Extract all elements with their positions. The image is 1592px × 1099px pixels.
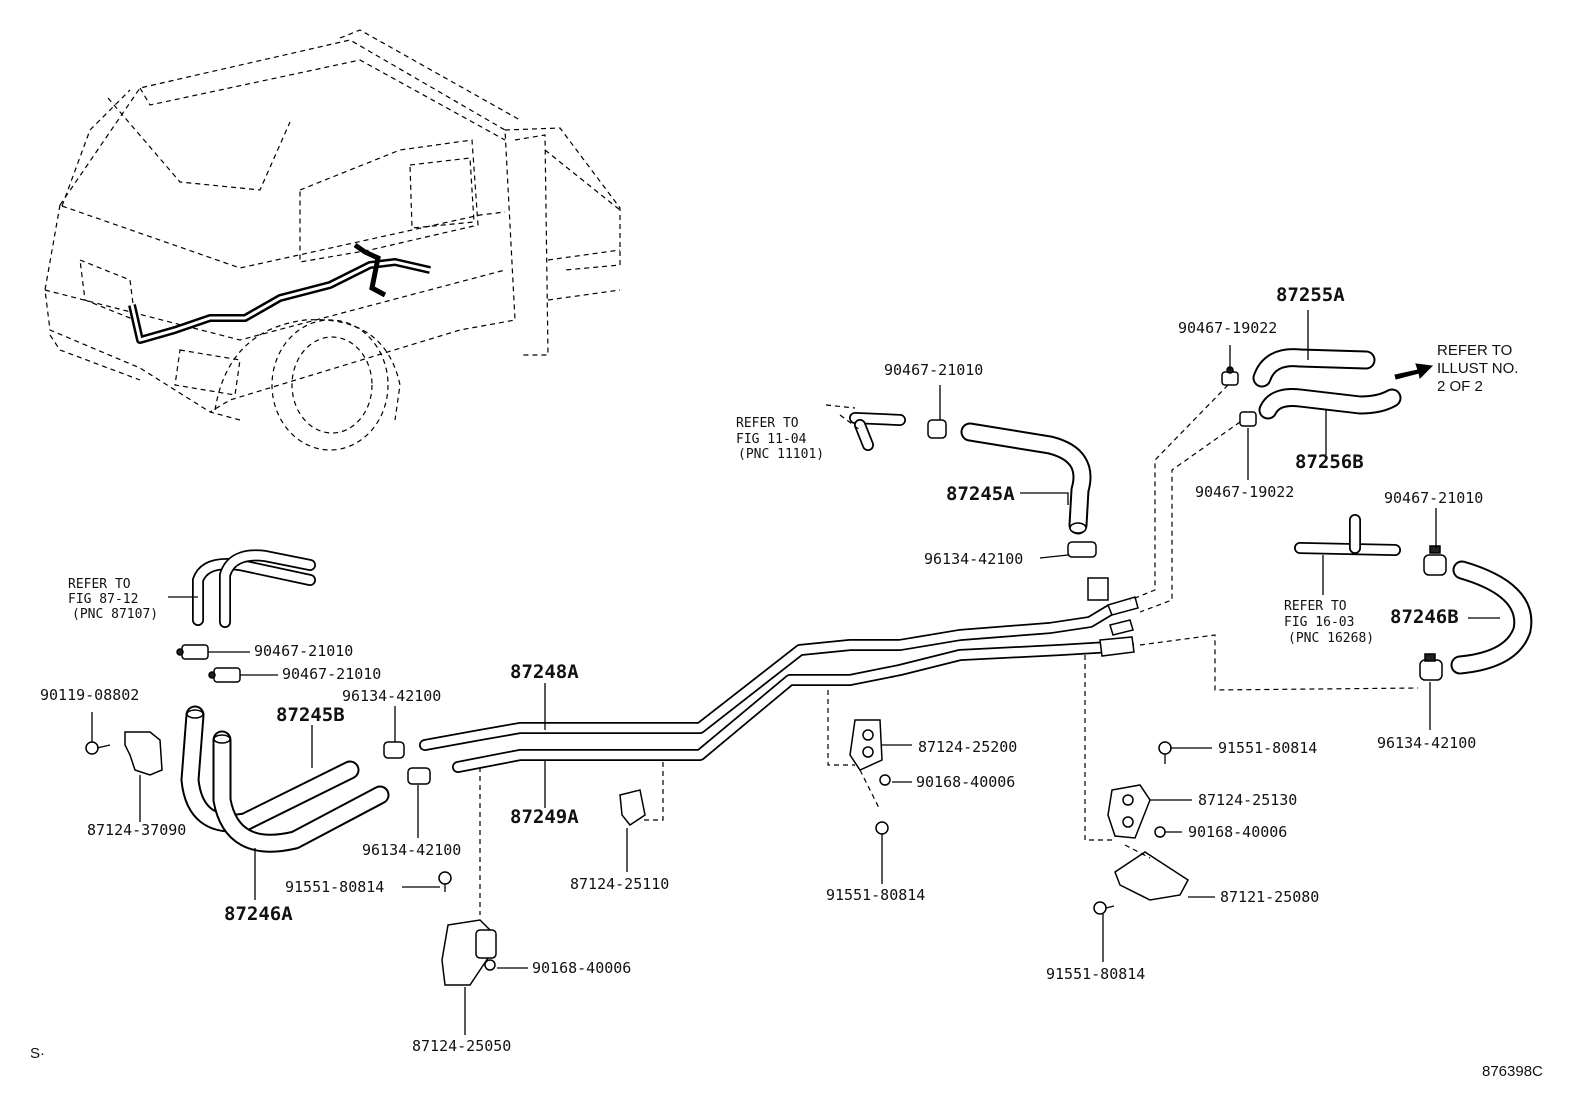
svg-text:REFER TO: REFER TO <box>68 577 131 592</box>
hose-clamp-icon <box>176 644 209 660</box>
hose-clamp-icon <box>383 741 405 759</box>
hose-clamp-icon <box>927 419 947 439</box>
bracket-icon <box>441 919 497 986</box>
part-label-96134-42100[interactable]: 96134-42100 <box>362 841 461 859</box>
svg-text:REFER TO: REFER TO <box>1437 342 1512 359</box>
ref-note-illust-2-of-2[interactable]: REFER TO ILLUST NO. 2 OF 2 <box>1437 342 1518 395</box>
part-label-96134-42100[interactable]: 96134-42100 <box>1377 734 1476 752</box>
hose-clamp-icon <box>407 767 431 785</box>
hose-clamp-icon <box>1423 545 1447 576</box>
part-label-90119-08802[interactable]: 90119-08802 <box>40 686 139 704</box>
part-label-90168-40006[interactable]: 90168-40006 <box>916 773 1015 791</box>
clamps-and-fasteners <box>85 366 1447 986</box>
ref-note-fig-11-04[interactable]: REFER TO FIG 11-04 (PNC 11101) <box>736 416 824 462</box>
pipe-clip-icon <box>619 789 646 827</box>
hose-clamp-icon <box>208 667 241 683</box>
heater-water-pipes <box>419 577 1139 773</box>
footer-mark: S· <box>30 1045 45 1062</box>
part-label-87246A[interactable]: 87246A <box>224 903 293 925</box>
svg-text:REFER TO: REFER TO <box>1284 599 1347 614</box>
svg-text:FIG 16-03: FIG 16-03 <box>1284 615 1354 630</box>
part-label-96134-42100[interactable]: 96134-42100 <box>342 687 441 705</box>
bolt-icon <box>1154 826 1166 838</box>
part-label-87121-25080[interactable]: 87121-25080 <box>1220 888 1319 906</box>
part-number-labels: 87255A 90467-19022 90467-21010 87245A 96… <box>40 284 1483 1055</box>
part-label-87255A[interactable]: 87255A <box>1276 284 1345 306</box>
svg-text:ILLUST NO.: ILLUST NO. <box>1437 360 1518 377</box>
bracket-icon <box>1114 851 1189 901</box>
bolt-icon <box>484 959 496 971</box>
bolt-icon <box>85 741 111 755</box>
part-label-91551-80814[interactable]: 91551-80814 <box>1218 739 1317 757</box>
part-label-90467-21010[interactable]: 90467-21010 <box>1384 489 1483 507</box>
svg-text:(PNC 11101): (PNC 11101) <box>738 447 824 462</box>
part-label-87124-25200[interactable]: 87124-25200 <box>918 738 1017 756</box>
pipe-clip-icon <box>124 731 163 776</box>
bolt-icon <box>438 871 452 892</box>
reference-notes: REFER TO FIG 11-04 (PNC 11101) REFER TO … <box>68 342 1518 646</box>
part-label-90168-40006[interactable]: 90168-40006 <box>1188 823 1287 841</box>
part-label-87124-37090[interactable]: 87124-37090 <box>87 821 186 839</box>
bolt-icon <box>875 821 889 842</box>
illustration-code: 876398C <box>1482 1063 1543 1080</box>
svg-text:(PNC 87107): (PNC 87107) <box>72 607 158 622</box>
svg-text:2 OF 2: 2 OF 2 <box>1437 378 1483 395</box>
pipe-clamp-icon <box>1107 784 1151 839</box>
assembly-guide-lines <box>479 384 1419 915</box>
part-label-87249A[interactable]: 87249A <box>510 806 579 828</box>
svg-text:REFER TO: REFER TO <box>736 416 799 431</box>
part-label-87246B[interactable]: 87246B <box>1390 606 1459 628</box>
part-label-90168-40006[interactable]: 90168-40006 <box>532 959 631 977</box>
part-label-87245B[interactable]: 87245B <box>276 704 345 726</box>
part-label-87124-25110[interactable]: 87124-25110 <box>570 875 669 893</box>
pipe-clamp-icon <box>849 719 883 771</box>
part-label-90467-21010[interactable]: 90467-21010 <box>884 361 983 379</box>
part-label-90467-19022[interactable]: 90467-19022 <box>1178 319 1277 337</box>
part-label-90467-19022[interactable]: 90467-19022 <box>1195 483 1294 501</box>
ref-note-fig-87-12[interactable]: REFER TO FIG 87-12 (PNC 87107) <box>68 577 158 622</box>
svg-text:FIG 11-04: FIG 11-04 <box>736 432 807 447</box>
part-label-96134-42100[interactable]: 96134-42100 <box>924 550 1023 568</box>
part-label-91551-80814[interactable]: 91551-80814 <box>285 878 384 896</box>
part-label-91551-80814[interactable]: 91551-80814 <box>826 886 925 904</box>
bolt-icon <box>1093 901 1115 915</box>
part-label-87124-25130[interactable]: 87124-25130 <box>1198 791 1297 809</box>
callout-leaders <box>91 310 1500 1035</box>
arrow-right-icon <box>1394 363 1434 380</box>
part-label-90467-21010[interactable]: 90467-21010 <box>254 642 353 660</box>
hose-clamp-icon <box>1419 653 1443 681</box>
hose-clamp-icon <box>1221 366 1239 386</box>
svg-text:FIG 87-12: FIG 87-12 <box>68 592 138 607</box>
part-label-90467-21010[interactable]: 90467-21010 <box>282 665 381 683</box>
truck-cab-illustration <box>44 29 621 451</box>
bolt-icon <box>879 774 891 786</box>
part-label-87256B[interactable]: 87256B <box>1295 451 1364 473</box>
hose-clamp-icon <box>1239 411 1257 427</box>
heater-hoses <box>180 348 1533 853</box>
hose-clamp-icon <box>1067 541 1097 558</box>
part-label-87124-25050[interactable]: 87124-25050 <box>412 1037 511 1055</box>
bolt-icon <box>1158 741 1172 764</box>
part-label-91551-80814[interactable]: 91551-80814 <box>1046 965 1145 983</box>
part-label-87245A[interactable]: 87245A <box>946 483 1015 505</box>
part-label-87248A[interactable]: 87248A <box>510 661 579 683</box>
ref-note-fig-16-03[interactable]: REFER TO FIG 16-03 (PNC 16268) <box>1284 599 1374 646</box>
svg-text:(PNC 16268): (PNC 16268) <box>1288 631 1374 646</box>
